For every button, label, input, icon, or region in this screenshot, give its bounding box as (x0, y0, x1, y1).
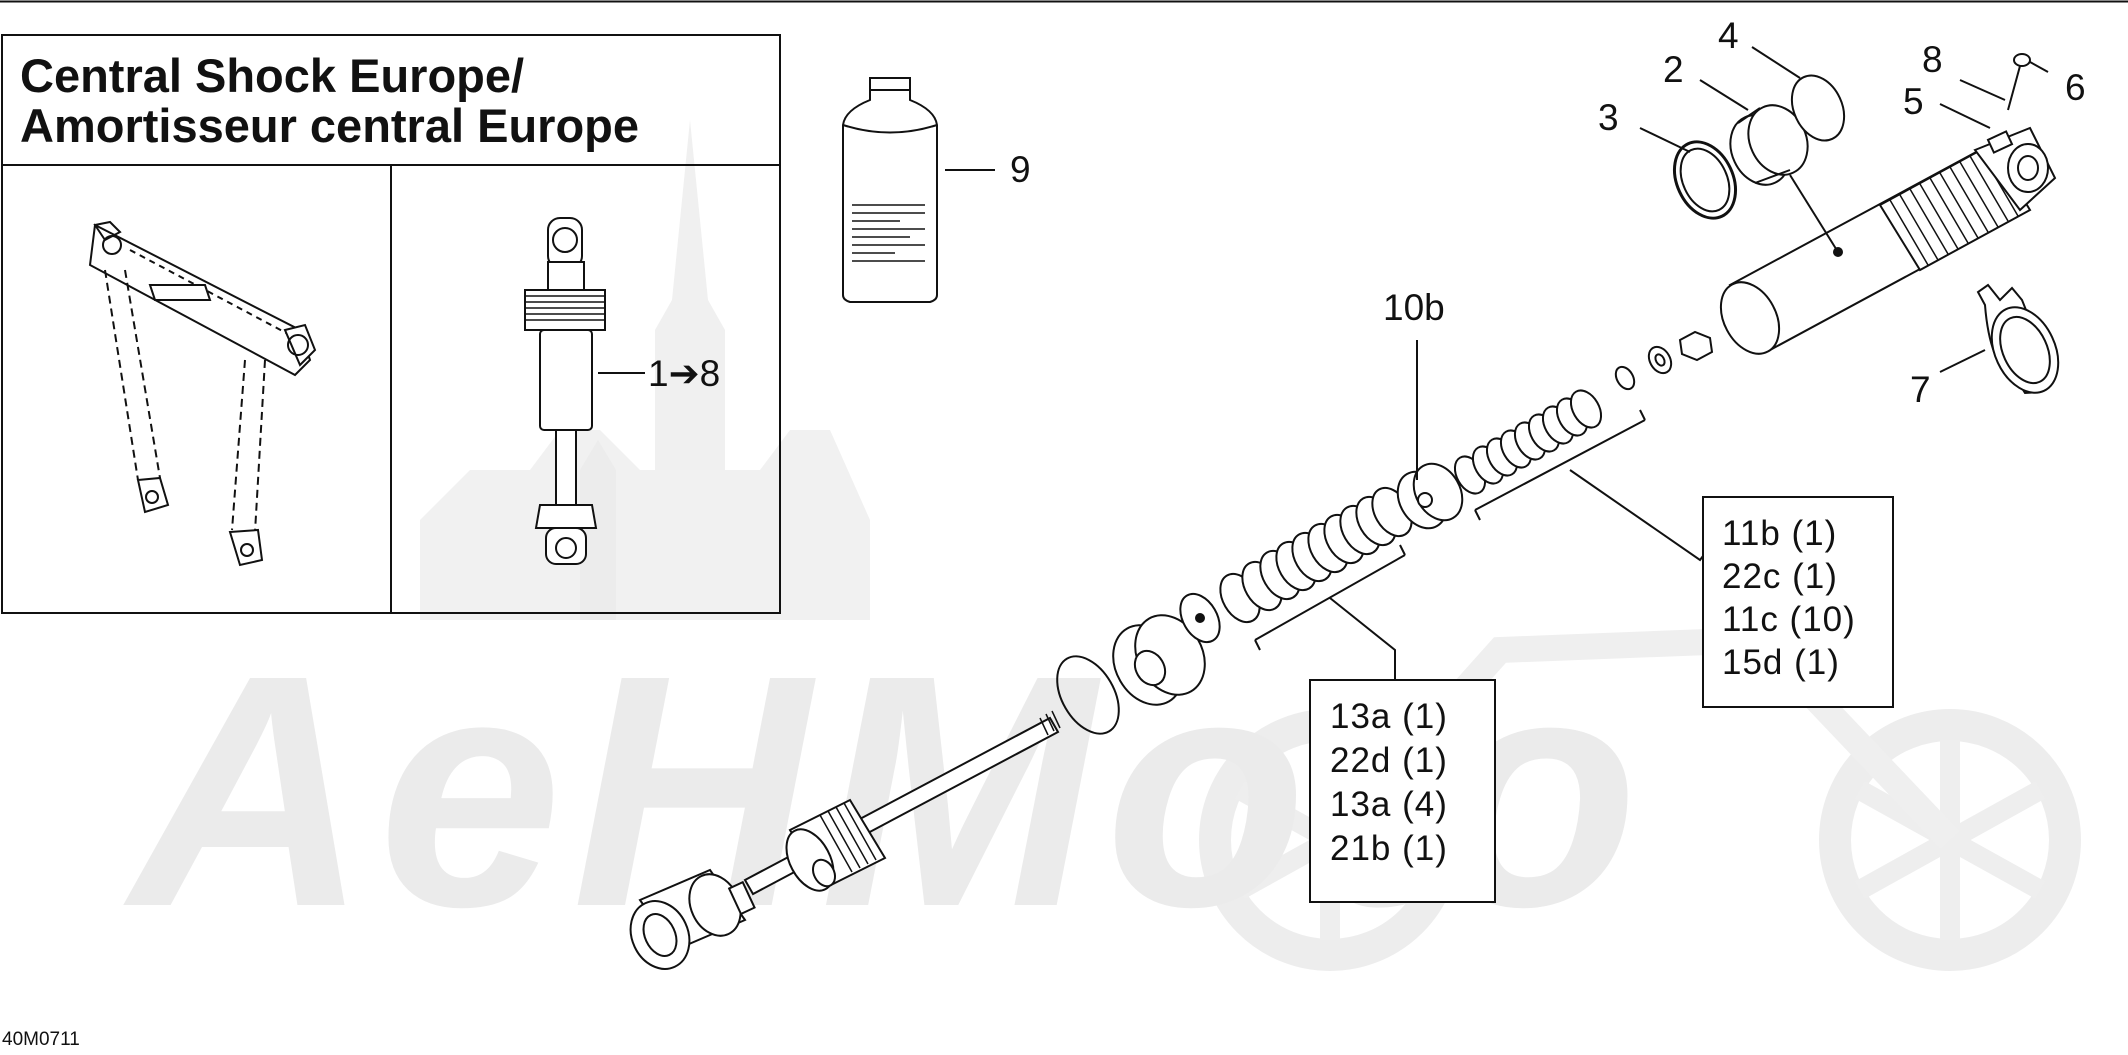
leader-7 (1939, 349, 1986, 373)
callout-7: 7 (1910, 369, 1931, 410)
oil-bottle (842, 77, 938, 303)
callout-10b: 10b (1383, 287, 1445, 328)
exploded-shock (629, 53, 2060, 970)
bracket-left-kit (1254, 544, 1406, 651)
kit-left-line-4: 21b (1) (1330, 829, 1448, 868)
part-shim-stack-left (1219, 486, 1413, 624)
kit-box-right-frame (1702, 496, 1894, 708)
kit-right-line-4: 15d (1) (1722, 643, 1840, 682)
part-small-washer-1 (1614, 365, 1636, 391)
part-piston-10b (1396, 462, 1464, 530)
assembled-shock-drawing (524, 217, 606, 565)
suspension-frame-drawing (88, 220, 317, 567)
part-seal-4 (1790, 74, 1846, 142)
part-shim-stack-right (1453, 389, 1603, 495)
leader-4 (1751, 46, 1801, 79)
kit-box-left: 13a (1) 22d (1) 13a (4) 21b (1) (1309, 679, 1496, 903)
kit-left-line-3: 13a (4) (1330, 785, 1448, 824)
callout-3: 3 (1598, 97, 1619, 138)
part-oring-left (1056, 655, 1120, 735)
part-oring-3 (1673, 140, 1737, 220)
leader-6 (2029, 61, 2049, 73)
part-shock-body (1719, 126, 2057, 355)
part-screw-6 (2007, 53, 2031, 111)
callout-4: 4 (1718, 15, 1739, 56)
part-cap-2 (1729, 104, 1809, 186)
leader-8 (1959, 79, 2006, 101)
bracket-right-kit (1474, 409, 1646, 521)
part-spring-seat-7 (1976, 283, 2060, 395)
watermark-church-body (420, 430, 870, 620)
kit-right-line-2: 22c (1) (1722, 557, 1838, 596)
title-line-2: Amortisseur central Europe (20, 99, 639, 152)
callout-2: 2 (1663, 49, 1684, 90)
leader-5 (1939, 103, 1991, 129)
shock-ref-label: 1➔8 (648, 353, 720, 394)
kit-right-line-3: 11c (10) (1722, 600, 1856, 639)
kit-box-right: 11b (1) 22c (1) 11c (10) 15d (1) (1702, 496, 1894, 708)
callout-8: 8 (1922, 39, 1943, 80)
part-nut (1678, 330, 1714, 362)
kit-left-line-1: 13a (1) (1330, 697, 1448, 736)
leader-2 (1699, 79, 1749, 111)
kit-left-line-2: 22d (1) (1330, 741, 1448, 780)
watermark-tower-left (580, 440, 616, 620)
callout-9: 9 (1010, 149, 1031, 190)
leader-body (1789, 174, 1839, 253)
leader-3 (1639, 127, 1691, 153)
kit-box-left-frame (1309, 679, 1496, 903)
watermark-wheel-rear (1819, 709, 2081, 971)
part-rod-eye (629, 868, 756, 970)
callout-5: 5 (1903, 81, 1924, 122)
callout-6: 6 (2065, 67, 2086, 108)
drawing-code: 40M0711 (2, 1029, 80, 1050)
leader-right-kit (1569, 469, 1704, 562)
part-shaft-collar (785, 798, 887, 892)
title-line-1: Central Shock Europe/ (20, 49, 524, 102)
kit-right-line-1: 11b (1) (1722, 514, 1837, 553)
inset-panel: Central Shock Europe/ Amortisseur centra… (1, 34, 781, 614)
